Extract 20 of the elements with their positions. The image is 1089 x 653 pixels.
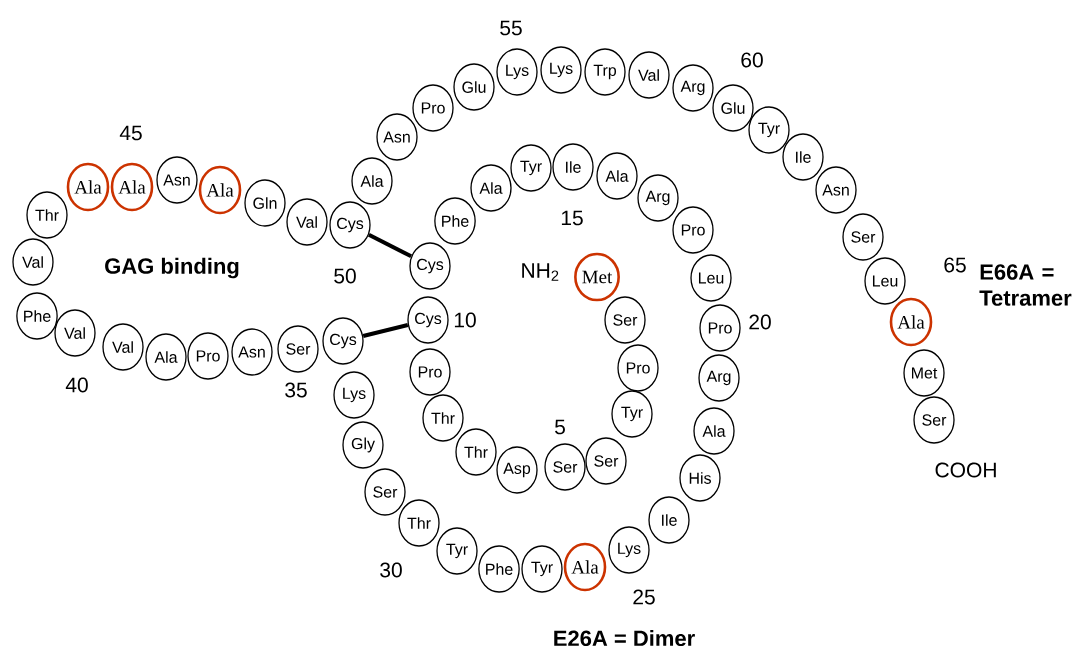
residue-number: 30: [380, 562, 402, 578]
residue-number: 15: [561, 210, 583, 226]
terminus-label: COOH: [935, 462, 996, 478]
mutant-note: E26A = Dimer: [554, 629, 695, 647]
residue-number: 50: [334, 268, 356, 284]
residue-number: 45: [119, 125, 142, 141]
disulfide-bond: [362, 323, 409, 338]
residue-number: 55: [500, 20, 522, 36]
residue-number: 60: [741, 52, 763, 68]
mutant-note: E66A = Tetramer: [979, 264, 1072, 306]
residue-number: 20: [749, 314, 771, 330]
terminus-label: NH$_{2}$: [522, 263, 559, 281]
residue-number: 5: [555, 419, 565, 435]
residue-number: 10: [454, 312, 476, 328]
residue-number: 40: [65, 377, 88, 393]
residue-number: 25: [633, 589, 655, 605]
residue-number: 65: [944, 257, 966, 273]
residue-number: 35: [285, 382, 307, 398]
region-label: GAG binding: [105, 257, 239, 279]
disulfide-bond: [367, 232, 413, 259]
